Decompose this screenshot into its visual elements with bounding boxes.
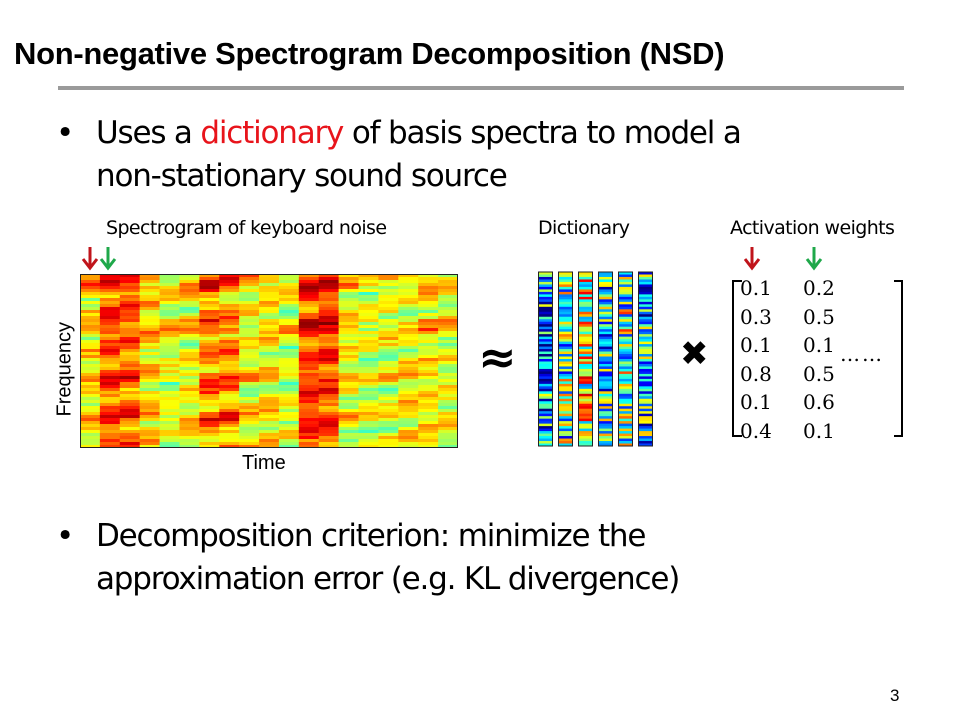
bullet-1-text-post: of basis spectra to model a [343, 115, 742, 151]
bullet-2-line-1: Decomposition criterion: minimize the [96, 518, 646, 554]
spectrogram-image [80, 274, 458, 448]
green-arrow-icon [805, 247, 823, 271]
bullet-1-line-2: non-stationary sound source [96, 158, 508, 194]
matrix-cell: 0.2 [803, 276, 835, 300]
multiply-symbol: ✖ [680, 334, 709, 374]
matrix-cell: 0.6 [803, 390, 835, 415]
arrow-icons-activations [744, 247, 823, 271]
matrix-cell: 0.1 [740, 333, 772, 358]
matrix-cell: 0.8 [740, 361, 772, 386]
spectrogram-caption: Spectrogram of keyboard noise [106, 217, 387, 239]
matrix-brackets [732, 280, 903, 437]
bullet-dot: • [56, 518, 74, 554]
page-number: 3 [890, 686, 900, 705]
matrix-ellipsis: …… [840, 342, 884, 366]
matrix-cell: 0.4 [740, 419, 772, 443]
dictionary-caption: Dictionary [538, 217, 630, 239]
bullet-1-line-1: Uses a dictionary of basis spectra to mo… [96, 112, 742, 155]
frequency-axis-label: Frequency [53, 322, 76, 417]
bullet-dot: • [56, 115, 74, 151]
matrix-cell: 0.5 [803, 304, 835, 329]
red-arrow-icon [744, 247, 761, 271]
time-axis-label: Time [242, 452, 286, 474]
slide-title: Non-negative Spectrogram Decomposition (… [14, 36, 725, 71]
matrix-cell: 0.5 [803, 361, 835, 386]
dictionary-image [538, 271, 653, 447]
bullet-2-line-2: approximation error (e.g. KL divergence) [96, 561, 680, 597]
bullet-1-text-pre: Uses a [96, 115, 201, 151]
matrix-cell: 0.1 [740, 390, 772, 415]
matrix-cell: 0.1 [740, 276, 772, 300]
dictionary-highlight: dictionary [200, 115, 344, 151]
green-arrow-icon [99, 247, 117, 271]
approximately-equal-symbol: ≈ [478, 330, 517, 384]
arrow-icons-spectrogram [81, 247, 117, 271]
red-arrow-icon [81, 247, 99, 271]
activation-weights-caption: Activation weights [730, 217, 895, 239]
matrix-cell: 0.1 [803, 333, 835, 358]
title-divider [58, 86, 904, 90]
matrix-cell: 0.3 [740, 304, 772, 329]
matrix-cell: 0.1 [803, 419, 835, 443]
